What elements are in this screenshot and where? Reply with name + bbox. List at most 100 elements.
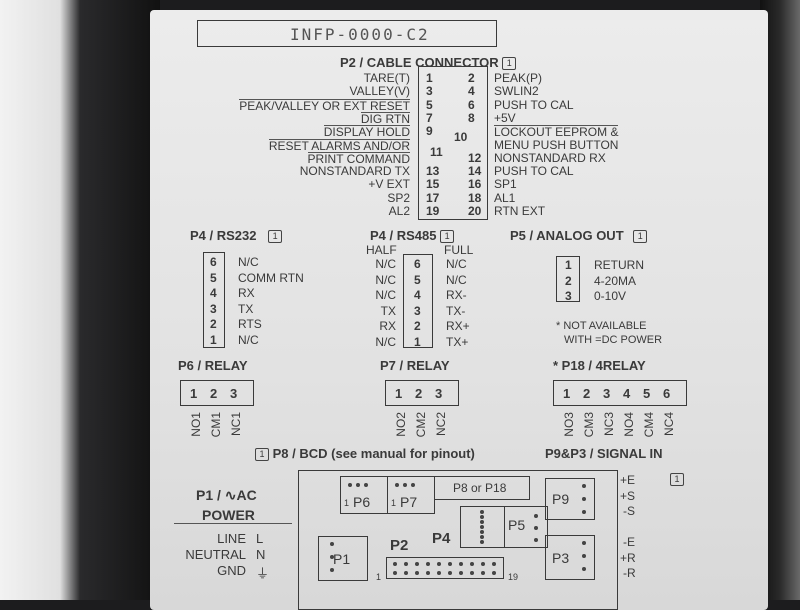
- pin-dot: [411, 483, 415, 487]
- p2-right-label: LOCKOUT EEPROM &: [494, 125, 619, 140]
- p2-left-label: PRINT COMMAND: [307, 151, 410, 166]
- model-number: INFP-0000-C2: [290, 25, 430, 44]
- pin-dot: [534, 514, 538, 518]
- rs485-full-label: N/C: [446, 257, 467, 271]
- board-p5: P5: [504, 506, 548, 548]
- p2-right-label: AL1: [494, 190, 516, 205]
- pin-dot: [480, 510, 484, 514]
- p18-pin-number: 1: [563, 386, 571, 401]
- rs232-title: P4 / RS232: [190, 228, 257, 243]
- p6-pin-label: NO1: [189, 412, 203, 437]
- analog-pin-label: RETURN: [594, 258, 644, 272]
- rs485-pin-box: [403, 254, 433, 348]
- signal-terminal-label: -R: [623, 566, 636, 580]
- p2-left-label: SP2: [387, 190, 410, 205]
- p2-pin-number: 3: [426, 84, 433, 99]
- pin-dot: [448, 562, 452, 566]
- pin-dot: [582, 541, 586, 545]
- pin-dot: [404, 562, 408, 566]
- p18-header: * P18 / 4RELAY: [553, 358, 646, 373]
- rs485-half-label: N/C: [375, 334, 396, 349]
- p7-header: P7 / RELAY: [380, 358, 450, 373]
- p18-pin-number: 4: [623, 386, 631, 401]
- pin-dot: [364, 483, 368, 487]
- p18-pin-label: CM3: [582, 412, 596, 438]
- analog-pin-label: 4-20MA: [594, 273, 637, 288]
- p2-pin-number: 11: [430, 144, 443, 159]
- dc-note-2: WITH =DC POWER: [564, 334, 663, 346]
- p2-pin-number: 13: [426, 164, 440, 179]
- p2-pin-number: 18: [468, 190, 482, 205]
- rs232-pin-number: 6: [210, 255, 217, 269]
- pin-dot: [459, 571, 463, 575]
- p2-left-label: RESET ALARMS AND/OR: [268, 138, 410, 153]
- signal-terminal-label: +S: [620, 488, 636, 503]
- p2-right-label: PUSH TO CAL: [494, 97, 574, 112]
- p18-pin-box: [553, 380, 687, 406]
- signal-terminal-label: -S: [623, 504, 635, 518]
- rs485-pin-number: 4: [414, 288, 421, 302]
- pin-dot: [415, 562, 419, 566]
- p2-pin-number: 20: [468, 204, 482, 218]
- pin-dot: [356, 483, 360, 487]
- board-p1-label: P1: [333, 551, 351, 567]
- p2-left-label: VALLEY(V): [349, 84, 410, 99]
- pin-dot: [480, 535, 484, 539]
- rs485-full-label: RX-: [446, 288, 467, 302]
- analog-pin-number: 1: [565, 258, 572, 272]
- pin-dot: [437, 571, 441, 575]
- pin-dot: [403, 483, 407, 487]
- power-terminal-symbol: N: [256, 547, 266, 562]
- p2-pin-number: 16: [468, 177, 482, 192]
- pin-dot: [492, 562, 496, 566]
- pin-dot: [480, 530, 484, 534]
- pin1-mark: 1: [391, 498, 397, 508]
- p2-pin-number: 2: [468, 71, 475, 85]
- p18-pin-label: CM4: [642, 412, 656, 438]
- pin-dot: [393, 562, 397, 566]
- board-p1: P1: [318, 536, 368, 581]
- p2-pin-number: 17: [426, 190, 440, 205]
- pin-dot: [492, 571, 496, 575]
- p2-left-label: TARE(T): [363, 71, 410, 85]
- p6-pin-box: [180, 380, 254, 406]
- rs485-half-label: N/C: [375, 257, 396, 271]
- p2-pin-number: 7: [426, 110, 433, 125]
- p2-pin1-mark: 1: [376, 572, 382, 582]
- pin-dot: [437, 562, 441, 566]
- p2-pin-number: 19: [426, 204, 440, 218]
- p7-pin-label: NO2: [394, 412, 408, 437]
- power-title-1: P1 / ∿AC: [196, 487, 257, 503]
- pin-dot: [582, 497, 586, 501]
- pin-dot: [582, 567, 586, 571]
- pin-dot: [330, 542, 334, 546]
- p18-pin-label: NC4: [662, 412, 676, 437]
- power-terminal-name: NEUTRAL: [185, 547, 246, 562]
- pin-dot: [470, 571, 474, 575]
- board-p3: P3: [545, 535, 595, 580]
- pin-dot: [395, 483, 399, 487]
- p2-left-label: DISPLAY HOLD: [323, 125, 410, 140]
- p2-right-label: NONSTANDARD RX: [494, 150, 606, 165]
- p18-pin-number: 5: [643, 386, 651, 401]
- p6-pin-number: 3: [230, 386, 238, 401]
- rs485-full-label: N/C: [446, 272, 467, 287]
- pin-dot: [534, 526, 538, 530]
- rs232-pin-number: 2: [210, 317, 217, 331]
- rs232-pin-label: RX: [238, 286, 255, 300]
- rs232-pin-label: N/C: [238, 255, 259, 269]
- p2-right-label: SP1: [494, 177, 517, 192]
- p18-pin-label: NO4: [622, 412, 636, 437]
- rs485-title: P4 / RS485: [370, 228, 437, 243]
- pin-dot: [393, 571, 397, 575]
- pin-dot: [330, 555, 334, 559]
- analog-pin-number: 2: [565, 273, 572, 288]
- p7-pin-number: 2: [415, 386, 423, 401]
- p18-pin-label: NO3: [562, 412, 576, 437]
- pin-dot: [481, 571, 485, 575]
- p2-pin-number: 6: [468, 97, 475, 112]
- board-p9: P9: [545, 478, 595, 520]
- rs485-half-label: HALF: [366, 243, 397, 257]
